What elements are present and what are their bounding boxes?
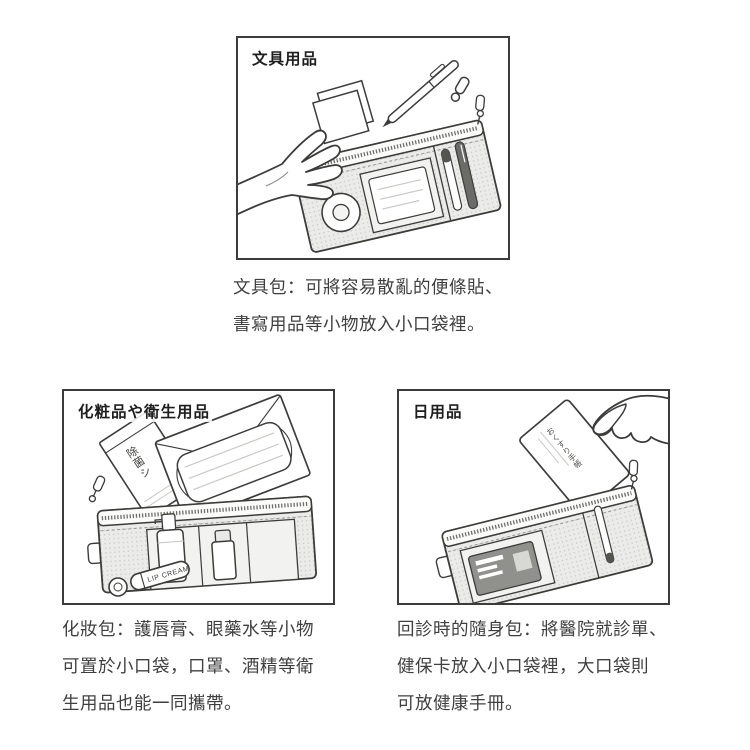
stationery-caption: 文具包：可將容易散亂的便條貼、 書寫用品等小物放入小口袋裡。	[233, 269, 533, 343]
daily-caption: 回診時的隨身包：將醫院就診單、 健保卡放入小口袋裡，大口袋則 可放健康手冊。	[397, 611, 717, 722]
stationery-illustration	[238, 60, 502, 253]
notepad-pocket	[359, 157, 445, 234]
caption-line: 可放健康手冊。	[397, 693, 523, 713]
caption-line: 文具包：可將容易散亂的便條貼、	[233, 277, 503, 297]
cosmetics-panel-title: 化粧品や衛生用品	[76, 400, 213, 422]
zipper-pull-icon	[475, 94, 486, 125]
stationery-illustration-box: 文具用品	[236, 36, 510, 260]
sticky-notes	[312, 79, 375, 145]
stationery-panel-title: 文具用品	[250, 47, 321, 69]
pen-in-pouch	[593, 505, 615, 564]
washi-tape-roll	[321, 192, 361, 233]
pen	[382, 60, 459, 128]
cosmetics-caption: 化妝包：護唇膏、眼藥水等小物 可置於小口袋，口罩、酒精等衛 生用品也能一同攜帶。	[62, 611, 362, 722]
cosmetics-illustration: 除菌シ	[87, 394, 318, 597]
insurance-card	[467, 541, 542, 596]
hand	[592, 394, 668, 445]
lip-cream: LIP CREAM	[108, 560, 190, 597]
mesh-pouch	[435, 459, 654, 603]
zipper-pull-icon	[88, 475, 106, 503]
face-mask	[176, 421, 293, 503]
caption-line: 回診時的隨身包：將醫院就診單、	[397, 619, 667, 639]
caption-line: 化妝包：護唇膏、眼藥水等小物	[62, 619, 314, 639]
mesh-pouch	[291, 94, 502, 253]
daily-panel-title: 日用品	[411, 400, 465, 422]
cosmetics-illustration-box: 化粧品や衛生用品 除菌シ	[62, 389, 335, 605]
strap-clip-icon	[450, 76, 470, 102]
mask-case	[154, 394, 311, 523]
zipper-pull-icon	[628, 459, 639, 490]
daily-illustration-box: 日用品 おくすり手帳	[397, 389, 670, 605]
caption-line: 可置於小口袋，口罩、酒精等衛	[62, 656, 314, 676]
caption-line: 健保卡放入小口袋裡，大口袋則	[397, 656, 649, 676]
caption-line: 生用品也能一同攜帶。	[62, 693, 242, 713]
hand	[238, 129, 343, 216]
pens-in-slot	[440, 141, 479, 211]
daily-illustration: おくすり手帳	[435, 394, 668, 603]
caption-line: 書寫用品等小物放入小口袋裡。	[233, 314, 485, 334]
eye-drops-bottle	[211, 529, 237, 581]
